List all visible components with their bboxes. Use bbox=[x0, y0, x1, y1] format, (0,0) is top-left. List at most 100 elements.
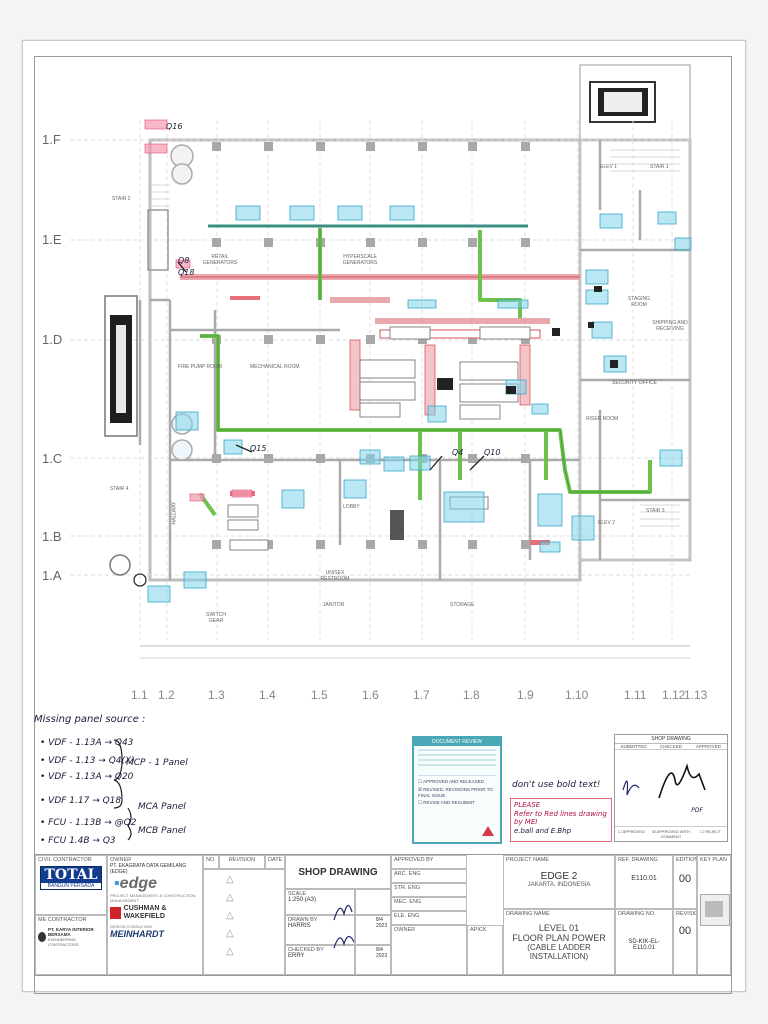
me-contractor-name: PT. KARYA INTERIOR BERSAMA bbox=[48, 927, 94, 937]
room-label: STAIR 4 bbox=[110, 486, 129, 492]
arc-eng-label: ARC. ENG bbox=[391, 869, 467, 883]
note-line: • VDF 1.17 → Q18 bbox=[40, 796, 122, 806]
drawing-frame bbox=[34, 56, 732, 994]
room-label: STAIR 2 bbox=[112, 196, 131, 202]
me-contractor-label: ME CONTRACTOR bbox=[38, 917, 87, 923]
drawing-no-cell: DRAWING NO. SD-KIK-EL-E110.01 bbox=[615, 909, 673, 975]
room-label: STAIR 1 bbox=[650, 164, 669, 170]
signature-icon bbox=[622, 763, 706, 799]
owner-approval-label: OWNER bbox=[391, 925, 467, 975]
civil-contractor-label: CIVIL CONTRACTOR bbox=[38, 857, 92, 863]
design-consultant-label: DESIGN CONSULTANT bbox=[110, 924, 153, 929]
rev-date-header: DATE bbox=[265, 855, 285, 869]
grid-col-label: 1.12 bbox=[662, 688, 686, 702]
shop-drawing-heading: SHOP DRAWING bbox=[285, 855, 391, 889]
room-label: ELEV 1 bbox=[600, 164, 617, 170]
meinhardt-logo: MEINHARDT bbox=[110, 929, 164, 939]
notes-title: Missing panel source : bbox=[34, 714, 146, 725]
grid-col-label: 1.4 bbox=[259, 688, 276, 702]
revision-cell: REVISION 00 bbox=[673, 909, 697, 975]
note-line: • VDF - 1.13 → Q4(X) bbox=[40, 756, 135, 766]
ref-drawing-value: E110.01 bbox=[631, 875, 657, 882]
grid-col-label: 1.11 bbox=[624, 688, 647, 702]
room-label: SWITCH GEAR bbox=[206, 612, 226, 624]
room-label: HALLWAY bbox=[171, 501, 178, 525]
grid-col-label: 1.3 bbox=[208, 688, 225, 702]
room-label: RISER ROOM bbox=[586, 416, 619, 422]
submitted-label: SUBMITTED bbox=[620, 744, 647, 749]
grid-row-label: 1.D bbox=[42, 332, 63, 347]
scale-value: 1:250 (A3) bbox=[288, 897, 317, 903]
note-line: • FCU - 1.13B → @Q2 bbox=[40, 818, 137, 828]
pm-label: PROJECT MANAGEMENT & CONSTRUCTION MANAGE… bbox=[110, 893, 196, 903]
scale-cell: SCALE 1:250 (A3) bbox=[285, 889, 355, 915]
shop-drawing-approval-box: SHOP DRAWING SUBMITTED CHECKED APPROVED … bbox=[614, 734, 728, 842]
drawing-name-cell: DRAWING NAME LEVEL 01 FLOOR PLAN POWER (… bbox=[503, 909, 615, 975]
kib-logo-icon bbox=[38, 932, 47, 942]
note-mcp: MCP - 1 Panel bbox=[126, 758, 188, 768]
approved-by-label: APPROVED BY bbox=[391, 855, 467, 869]
ref-drawing-cell: REF. DRAWING E110.01 bbox=[615, 855, 673, 909]
review-option-3: ☐ REVISE AND RESUBMIT bbox=[418, 800, 475, 805]
grid-col-label: 1.7 bbox=[413, 688, 430, 702]
drawing-line-2: FLOOR PLAN POWER bbox=[512, 933, 606, 943]
panel-annotation: Q4 bbox=[452, 448, 464, 457]
drawn-by-cell: DRAWN BY HARRIS bbox=[285, 915, 355, 945]
grid-col-label: 1.1 bbox=[131, 688, 148, 702]
room-label: LOBBY bbox=[343, 504, 360, 510]
note-mca: MCA Panel bbox=[138, 802, 186, 812]
grid-row-label: 1.C bbox=[42, 451, 63, 466]
rev-header: REVISION bbox=[219, 855, 265, 869]
drawing-line-3: (CABLE LADDER INSTALLATION) bbox=[527, 943, 591, 961]
total-logo: TOTAL BANGUN PERSADA bbox=[40, 866, 102, 890]
owner-name: PT. EKAGRATA DATA GEMILANG (EDGE) bbox=[110, 863, 187, 875]
note-refer: Refer to Red lines drawing by MEI bbox=[514, 810, 607, 826]
revision-value: 00 bbox=[678, 925, 692, 937]
grid-col-label: 1.8 bbox=[463, 688, 480, 702]
ele-eng-label: ELE. ENG bbox=[391, 911, 467, 925]
room-label: ELEV 2 bbox=[598, 520, 615, 526]
me-contractor-sub: ENGINEERING CONTRACTORS bbox=[48, 937, 79, 947]
room-label: STORAGE bbox=[450, 602, 475, 608]
review-option-1: ☐ APPROVED AND RELEASED bbox=[418, 779, 484, 784]
str-eng-label: STR. ENG bbox=[391, 883, 467, 897]
revision-rows: △△△△△ bbox=[203, 869, 285, 975]
room-label: HYPERSCALE GENERATORS bbox=[342, 254, 378, 266]
title-block: CIVIL CONTRACTOR TOTAL BANGUN PERSADA ME… bbox=[34, 854, 732, 976]
civil-contractor-cell: CIVIL CONTRACTOR TOTAL BANGUN PERSADA bbox=[35, 855, 107, 915]
grid-col-label: 1.5 bbox=[311, 688, 328, 702]
approved-label: APPROVED bbox=[695, 744, 721, 749]
approved-with-comment-option: ☒ APPROVED WITH COMMENT bbox=[651, 829, 691, 839]
drawn-by-value: HARRIS bbox=[288, 923, 311, 929]
room-label: RETAIL GENERATORS bbox=[202, 254, 238, 266]
project-location: JAKARTA, INDONESIA bbox=[527, 882, 591, 888]
mec-eng-label: MEC. ENG bbox=[391, 897, 467, 911]
review-option-2: ☒ REVISED, REVISIONS PRIOR TO FINAL ISSU… bbox=[418, 787, 493, 798]
grid-row-label: 1.A bbox=[42, 568, 62, 583]
grid-col-label: 1.9 bbox=[517, 688, 534, 702]
reject-option: ☐ REJECT bbox=[700, 829, 721, 834]
panel-annotation: Q18 bbox=[178, 268, 195, 277]
drawn-date-cell: 8/4 2023 bbox=[355, 915, 391, 945]
grid-row-label: 1.B bbox=[42, 529, 62, 544]
review-title: DOCUMENT REVIEW bbox=[414, 738, 500, 746]
note-bold: don't use bold text! bbox=[512, 780, 601, 790]
drawing-no-value: SD-KIK-EL-E110.01 bbox=[628, 939, 660, 951]
redline-note-box: PLEASE Refer to Red lines drawing by MEI… bbox=[510, 798, 612, 842]
panel-annotation: Q16 bbox=[166, 122, 183, 131]
cushman-name: CUSHMAN & WAKEFIELD bbox=[123, 905, 167, 920]
cushman-logo-icon bbox=[110, 907, 121, 919]
drawing-line-1: LEVEL 01 bbox=[538, 923, 580, 933]
room-label: JANITOR bbox=[323, 602, 345, 608]
checked-date-cell: 8/4 2023 bbox=[355, 945, 391, 975]
room-label: STAIR 3 bbox=[646, 508, 665, 514]
edition-cell: EDITION 00 bbox=[673, 855, 697, 909]
document-review-stamp: DOCUMENT REVIEW ☐ APPROVED AND RELEASED … bbox=[412, 736, 502, 844]
pdf-label: PDF bbox=[691, 807, 703, 814]
key-plan-icon bbox=[700, 894, 730, 926]
grid-col-label: 1.10 bbox=[565, 688, 589, 702]
room-label: STAGING ROOM bbox=[627, 296, 651, 308]
signature-icon bbox=[333, 904, 355, 949]
checked-by-value: ERRY bbox=[288, 953, 305, 959]
